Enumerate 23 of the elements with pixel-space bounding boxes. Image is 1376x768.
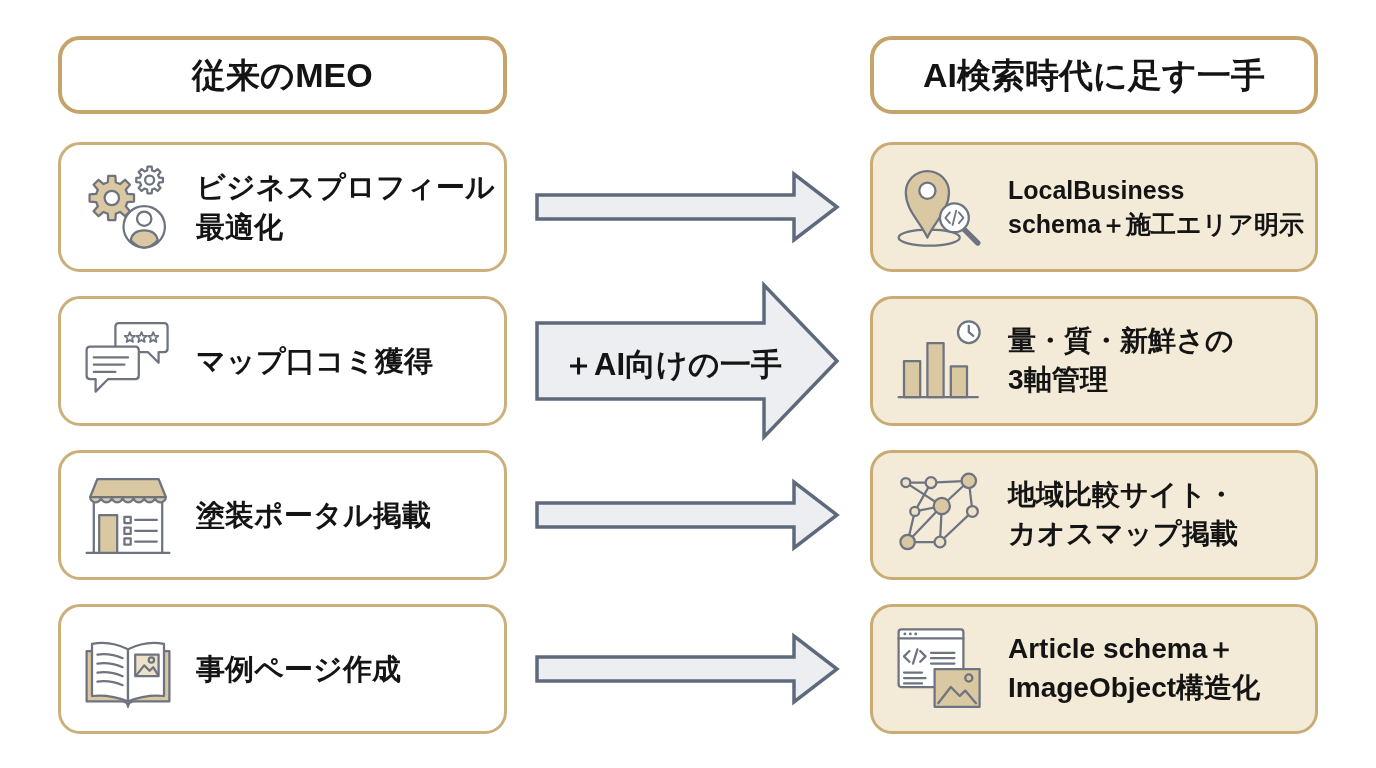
item-card [870, 142, 1318, 272]
item-card [870, 604, 1318, 734]
heading-box [58, 36, 507, 114]
item-label: 量・質・新鮮さの3軸管理 [1008, 324, 1235, 397]
block-arrow [535, 170, 840, 244]
item-card [58, 450, 507, 580]
item-label: 地域比較サイト・カオスマップ掲載 [1008, 478, 1239, 551]
item-card [870, 296, 1318, 426]
item-label: 塗装ポータル掲載 [196, 498, 432, 533]
item-card [58, 142, 507, 272]
block-arrow [535, 632, 840, 706]
item-card [58, 604, 507, 734]
heading: AI検索時代に足す一手 [923, 54, 1265, 96]
item-label: LocalBusiness schema＋施工エリア明示 [1008, 174, 1305, 240]
block-arrow [535, 478, 840, 552]
item-label: 事例ページ作成 [196, 652, 402, 687]
item-card [870, 450, 1318, 580]
item-label: マップ口コミ獲得 [196, 344, 434, 379]
heading: 従来のMEO [192, 54, 373, 96]
item-card [58, 296, 507, 426]
item-label: ビジネスプロフィール最適化 [196, 170, 496, 245]
item-label: Article schema＋ImageObject構造化 [1008, 632, 1262, 705]
heading-box [870, 36, 1318, 114]
